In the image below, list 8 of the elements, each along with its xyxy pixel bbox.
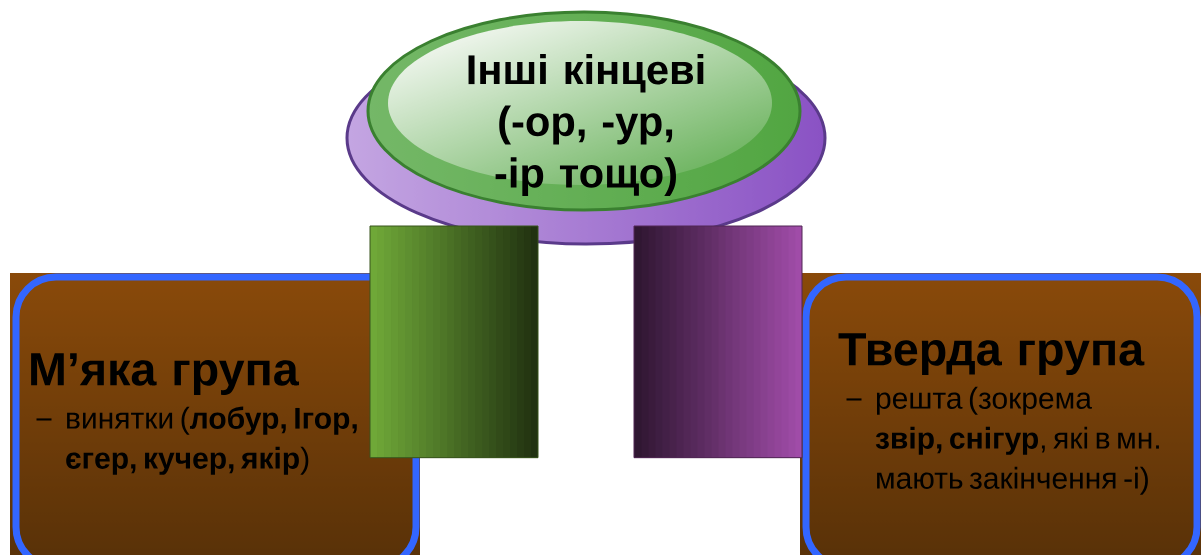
ellipse-button: Інші кінцеві (-ор, -ур, -ір тощо): [345, 10, 827, 246]
body-text: решта (зокрема звір, снігур, які в мн. мають закінчення -і): [875, 386, 1159, 495]
connector-bar: [633, 225, 803, 459]
heading: Тверда група: [838, 333, 1145, 375]
heading: М’яка група: [31, 353, 299, 395]
group-box: [802, 273, 1201, 555]
body-text: винятки (лобур, Ігор, єгер, кучер, якір): [66, 406, 357, 475]
connector-bar: [369, 225, 539, 459]
